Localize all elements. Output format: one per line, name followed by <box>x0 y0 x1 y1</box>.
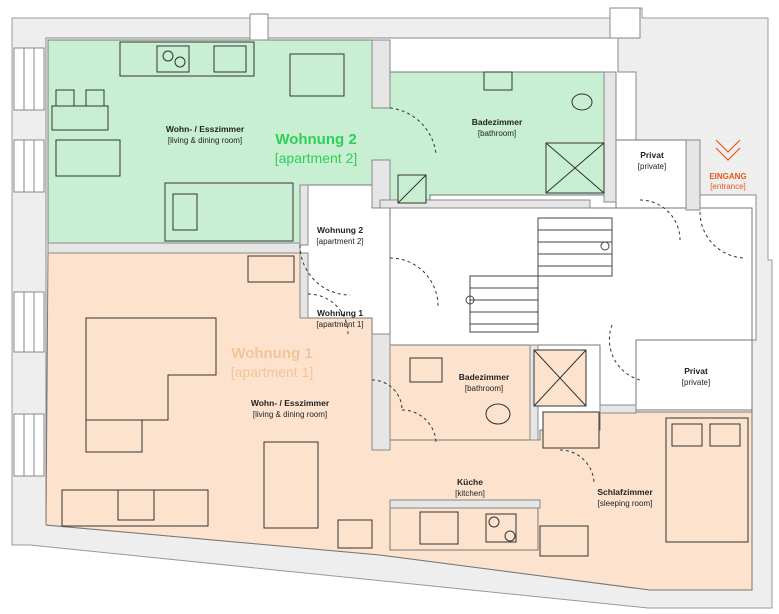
windows-left <box>13 47 45 477</box>
furniture-apartment1 <box>61 255 749 557</box>
room-label-kitchen1: Küche [kitchen] <box>440 477 500 499</box>
room-label-entry1: Wohnung 1 [apartment 1] <box>300 308 380 330</box>
furniture-apartment2 <box>51 41 605 242</box>
room-title: Schlafzimmer <box>597 487 653 497</box>
room-label-bath1: Badezimmer [bathroom] <box>444 372 524 394</box>
room-label-bedroom1: Schlafzimmer [sleeping room] <box>580 487 670 509</box>
room-label-entry2: Wohnung 2 [apartment 2] <box>300 225 380 247</box>
room-title: Badezimmer <box>471 117 523 127</box>
room-label-living1: Wohn- / Esszimmer [living & dining room] <box>225 398 355 420</box>
room-subtitle: [sleeping room] <box>597 499 653 508</box>
room-title: Wohn- / Esszimmer <box>165 124 245 134</box>
room-subtitle: [apartment 2] <box>316 237 364 246</box>
room-title: Küche <box>457 477 483 487</box>
apartment-subtitle: [apartment 1] <box>230 364 314 380</box>
room-title: Wohnung 1 <box>316 308 364 318</box>
apartment-subtitle: [apartment 2] <box>274 150 358 166</box>
room-subtitle: [private] <box>681 378 711 387</box>
room-subtitle: [living & dining room] <box>167 136 243 145</box>
room-subtitle: [bathroom] <box>464 384 504 393</box>
entrance-title: EINGANG <box>709 172 747 181</box>
private-top-room <box>615 139 687 209</box>
room-label-bath2: Badezimmer [bathroom] <box>452 117 542 139</box>
room-subtitle: [apartment 1] <box>316 320 364 329</box>
apartment1-label: Wohnung 1 [apartment 1] <box>212 344 332 382</box>
room-title: Privat <box>640 150 664 160</box>
door-swings <box>299 107 747 485</box>
apartment2-label: Wohnung 2 [apartment 2] <box>256 130 376 168</box>
room-title: Privat <box>684 366 708 376</box>
room-label-private-bottom: Privat [private] <box>656 366 736 388</box>
room-subtitle: [bathroom] <box>477 129 517 138</box>
staircase <box>465 217 613 333</box>
apartment-title: Wohnung 1 <box>231 345 313 362</box>
room-label-living2: Wohn- / Esszimmer [living & dining room] <box>140 124 270 146</box>
room-label-private-top: Privat [private] <box>616 150 688 172</box>
room-title: Wohn- / Esszimmer <box>250 398 330 408</box>
entrance-label: EINGANG [entrance] <box>698 172 758 192</box>
entrance-arrow-icon <box>715 139 741 161</box>
private-bottom-room <box>635 339 753 411</box>
room-title: Badezimmer <box>458 372 510 382</box>
room-title: Wohnung 2 <box>316 225 364 235</box>
interior-walls <box>47 39 701 509</box>
room-subtitle: [kitchen] <box>455 489 485 498</box>
room-subtitle: [living & dining room] <box>252 410 328 419</box>
room-subtitle: [private] <box>637 162 667 171</box>
entrance-subtitle: [entrance] <box>710 182 746 191</box>
apartment-title: Wohnung 2 <box>275 131 357 148</box>
windows-top <box>249 7 641 41</box>
